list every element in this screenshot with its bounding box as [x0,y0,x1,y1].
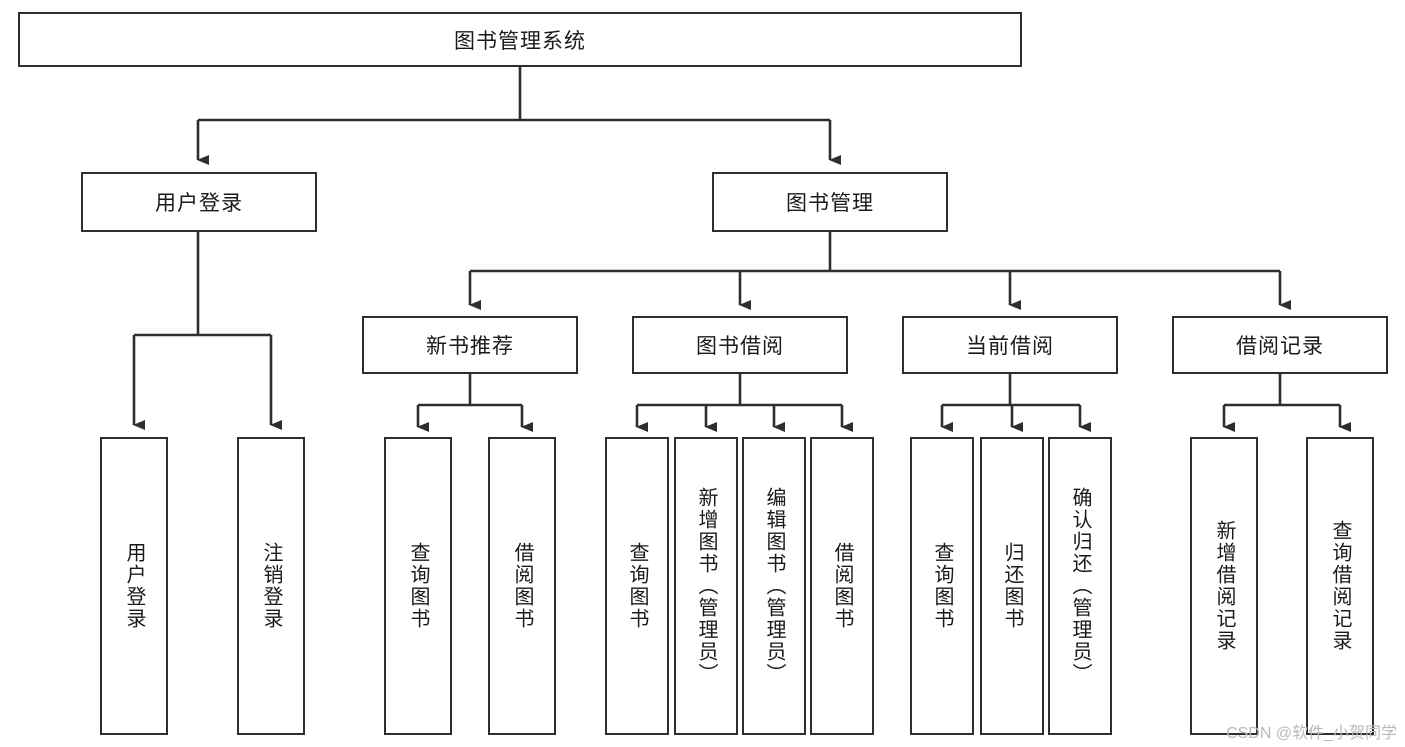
leaf-query-book-borrow-label: 查询图书 [626,542,648,630]
leaf-borrow-book-recommend[interactable]: 借阅图书 [488,437,556,735]
leaf-user-login[interactable]: 用户登录 [100,437,168,735]
node-root[interactable]: 图书管理系统 [18,12,1022,67]
leaf-query-book-recommend-label: 查询图书 [407,542,429,630]
leaf-add-borrow-record[interactable]: 新增借阅记录 [1190,437,1258,735]
node-borrow-record-label: 借阅记录 [1236,335,1324,358]
leaf-confirm-return-label: 确认归还（管理员） [1069,487,1091,685]
node-book-borrow[interactable]: 图书借阅 [632,316,848,374]
leaf-confirm-return[interactable]: 确认归还（管理员） [1048,437,1112,735]
node-new-book-recommend-label: 新书推荐 [426,335,514,358]
node-book-manage[interactable]: 图书管理 [712,172,948,232]
leaf-query-book-recommend[interactable]: 查询图书 [384,437,452,735]
leaf-logout-label: 注销登录 [260,542,282,630]
node-new-book-recommend[interactable]: 新书推荐 [362,316,578,374]
leaf-query-borrow-record-label: 查询借阅记录 [1329,520,1351,652]
node-user-login[interactable]: 用户登录 [81,172,317,232]
leaf-query-book-current[interactable]: 查询图书 [910,437,974,735]
leaf-borrow-book-label: 借阅图书 [831,542,853,630]
leaf-edit-book[interactable]: 编辑图书（管理员） [742,437,806,735]
node-user-login-label: 用户登录 [155,192,243,215]
leaf-add-book[interactable]: 新增图书（管理员） [674,437,738,735]
leaf-query-borrow-record[interactable]: 查询借阅记录 [1306,437,1374,735]
node-current-borrow[interactable]: 当前借阅 [902,316,1118,374]
leaf-query-book-current-label: 查询图书 [931,542,953,630]
leaf-user-login-label: 用户登录 [123,542,145,630]
leaf-query-book-borrow[interactable]: 查询图书 [605,437,669,735]
node-book-manage-label: 图书管理 [786,192,874,215]
leaf-logout[interactable]: 注销登录 [237,437,305,735]
csdn-watermark: CSDN @软件_小贺同学 [1226,725,1397,742]
leaf-borrow-book[interactable]: 借阅图书 [810,437,874,735]
leaf-edit-book-label: 编辑图书（管理员） [763,487,785,685]
node-borrow-record[interactable]: 借阅记录 [1172,316,1388,374]
node-book-borrow-label: 图书借阅 [696,335,784,358]
node-current-borrow-label: 当前借阅 [966,335,1054,358]
leaf-return-book[interactable]: 归还图书 [980,437,1044,735]
leaf-add-borrow-record-label: 新增借阅记录 [1213,520,1235,652]
leaf-borrow-book-recommend-label: 借阅图书 [511,542,533,630]
leaf-add-book-label: 新增图书（管理员） [695,487,717,685]
leaf-return-book-label: 归还图书 [1001,542,1023,630]
node-root-label: 图书管理系统 [454,29,586,53]
